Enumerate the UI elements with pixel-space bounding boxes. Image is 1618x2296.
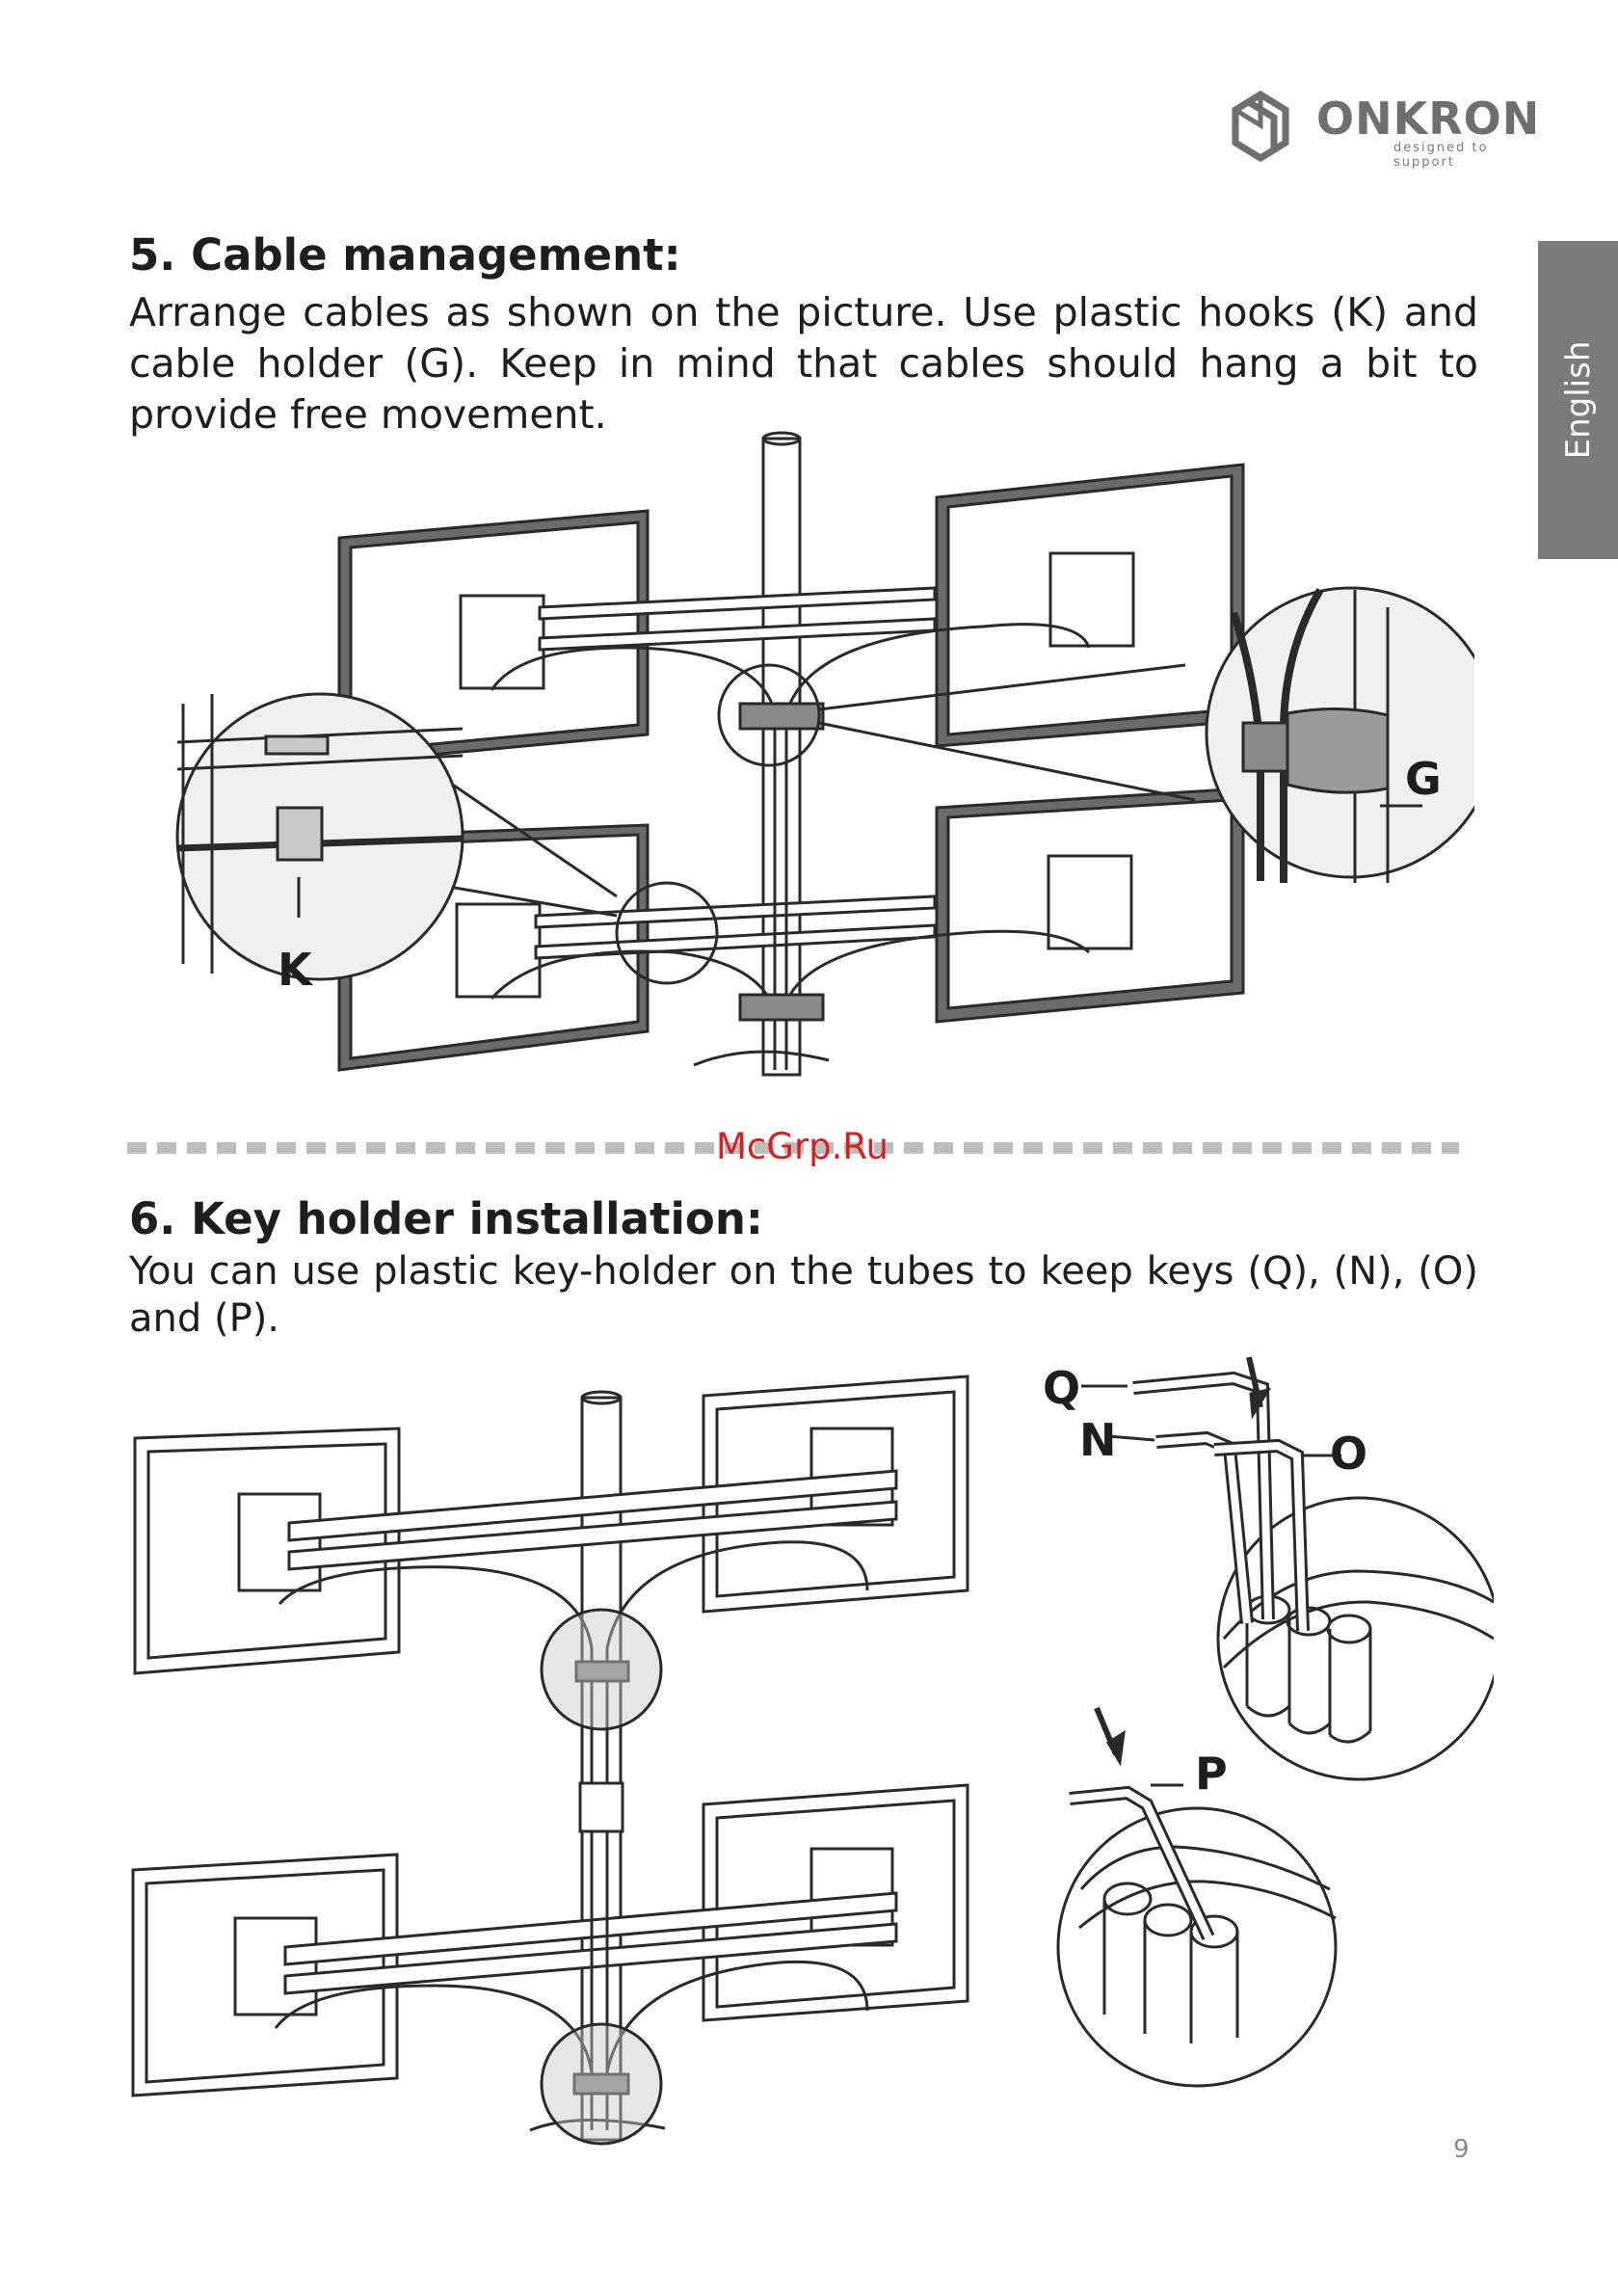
- brand-name: ONKRON: [1316, 93, 1541, 145]
- section5-text: Arrange cables as shown on the picture. …: [129, 289, 1478, 438]
- section5-title: 5. Cable management:: [129, 229, 681, 280]
- label-key-p: P: [1195, 1748, 1228, 1800]
- section-divider: [127, 1142, 1459, 1154]
- label-holder-g: G: [1405, 753, 1442, 805]
- key-holder-detail-figure: Q N O P: [1043, 1356, 1494, 2088]
- section6-title: 6. Key holder installation:: [129, 1193, 763, 1244]
- label-hook-k: K: [278, 944, 314, 996]
- brand-tagline: designed to support: [1393, 141, 1489, 170]
- onkron-cube-icon: [1232, 90, 1289, 163]
- section6-text: You can use plastic key-holder on the tu…: [129, 1249, 1478, 1341]
- language-tab-label: English: [1558, 340, 1598, 460]
- label-key-o: O: [1330, 1428, 1367, 1480]
- key-holder-mount-figure: [131, 1375, 969, 2146]
- label-key-q: Q: [1043, 1362, 1080, 1414]
- label-key-n: N: [1079, 1414, 1117, 1466]
- page-number: 9: [1453, 2135, 1470, 2164]
- onkron-logo: ONKRON designed to support: [1224, 83, 1542, 170]
- watermark: McGrp.Ru: [716, 1126, 889, 1167]
- language-tab[interactable]: English: [1538, 241, 1618, 559]
- cable-management-figure: K G: [175, 431, 1474, 1077]
